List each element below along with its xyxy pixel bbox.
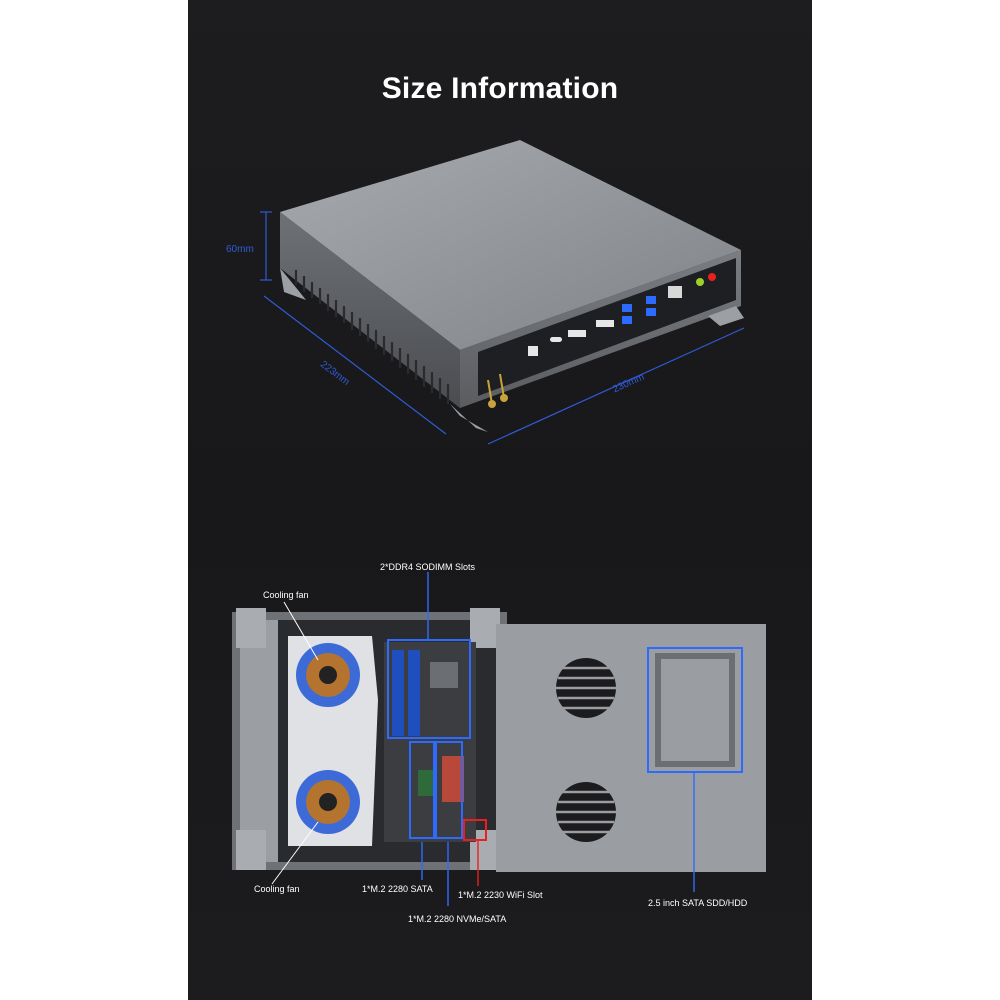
mic-jack-icon xyxy=(708,273,716,281)
m2-sata-callout: 1*M.2 2280 SATA xyxy=(362,884,433,894)
drive-bracket xyxy=(655,653,735,767)
pc-exterior-illustration xyxy=(260,140,745,445)
corner-bracket xyxy=(236,608,266,648)
chip xyxy=(418,770,434,796)
m2-wifi-callout: 1*M.2 2230 WiFi Slot xyxy=(458,890,543,900)
fan-callout-lines xyxy=(271,601,319,885)
cooling-fan-top-callout: Cooling fan xyxy=(263,590,309,600)
ram-slot-icon xyxy=(408,650,420,736)
case-left-side xyxy=(280,212,460,408)
ram-slot-icon xyxy=(392,650,404,736)
case-top xyxy=(280,140,741,350)
audio-out-jack-icon xyxy=(696,278,704,286)
m2-nvme-callout: 1*M.2 2280 NVMe/SATA xyxy=(408,914,507,924)
pc-interior-illustration xyxy=(232,572,766,906)
side-vents xyxy=(294,270,450,404)
dc-power-jack-icon xyxy=(528,346,538,356)
usb-a-port-icon xyxy=(646,308,656,316)
corner-bracket xyxy=(236,830,266,870)
hdmi-port-icon xyxy=(596,320,614,327)
usb-c-port-icon xyxy=(550,337,562,342)
ethernet-port-icon xyxy=(668,286,682,298)
ram-callout: 2*DDR4 SODIMM Slots xyxy=(380,562,476,572)
side-rail xyxy=(240,620,278,862)
dimension-lines xyxy=(260,211,745,445)
page-title: Size Information xyxy=(381,72,619,105)
height-dimension: 60mm xyxy=(226,244,254,255)
wifi-card xyxy=(442,756,464,802)
drive-bay-highlight xyxy=(647,647,743,773)
usb-a-port-icon xyxy=(622,304,632,312)
usb-a-port-icon xyxy=(646,296,656,304)
callout-lines xyxy=(421,572,695,906)
highlight-boxes xyxy=(387,639,487,841)
cooling-fan-bottom-callout: Cooling fan xyxy=(254,884,300,894)
front-ports xyxy=(487,273,716,408)
hdmi-port-icon xyxy=(568,330,586,337)
drive-cover-panel xyxy=(496,624,766,872)
corner-bracket xyxy=(470,608,500,648)
drive-bay-callout: 2.5 inch SATA SDD/HDD xyxy=(648,898,748,908)
product-panel: Size Information xyxy=(188,0,812,1000)
usb-a-port-icon xyxy=(622,316,632,324)
panel-vent-slots xyxy=(556,666,616,834)
